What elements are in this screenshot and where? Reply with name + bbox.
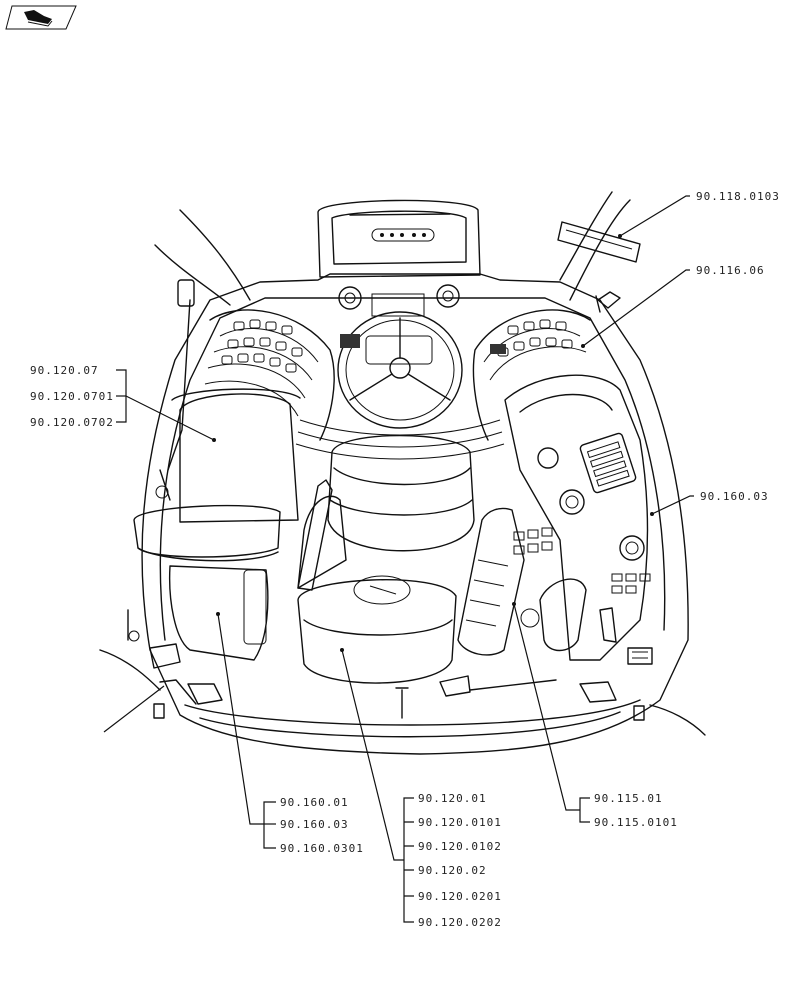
callout-lower-left-3: 90.160.0301: [280, 842, 364, 855]
leader-lines: [103, 195, 694, 923]
callout-center-seat-3: 90.120.0102: [418, 840, 502, 853]
callout-armrest-2: 90.115.0101: [594, 816, 678, 829]
callout-center-seat-6: 90.120.0202: [418, 916, 502, 929]
callout-center-seat-4: 90.120.02: [418, 864, 487, 877]
operator-seat: [297, 434, 475, 719]
instrument-cluster: [317, 199, 481, 317]
rear-view-mirror: [557, 221, 641, 313]
callout-left-seat-2: 90.120.0701: [30, 390, 114, 403]
floor-brackets: [127, 609, 645, 721]
callout-center-seat-1: 90.120.01: [418, 792, 487, 805]
left-vent-grid: [204, 309, 335, 441]
callout-armrest-1: 90.115.01: [594, 792, 663, 805]
callout-panel: 90.116.06: [696, 264, 765, 277]
callout-center-seat-5: 90.120.0201: [418, 890, 502, 903]
callout-center-seat-2: 90.120.0101: [418, 816, 502, 829]
callout-left-seat-3: 90.120.0702: [30, 416, 114, 429]
floor-mat: [295, 419, 505, 460]
navigation-arrow-icon[interactable]: [5, 5, 77, 30]
callout-labels: 90.118.0103 90.116.06 90.120.07 90.120.0…: [30, 190, 780, 929]
callout-console-right: 90.160.03: [700, 490, 769, 503]
steering-wheel: [337, 311, 463, 429]
callout-lower-left-1: 90.160.01: [280, 796, 349, 809]
cab-outline: [141, 191, 689, 755]
callout-left-seat-1: 90.120.07: [30, 364, 99, 377]
callout-mirror: 90.118.0103: [696, 190, 780, 203]
callout-lower-left-2: 90.160.03: [280, 818, 349, 831]
right-console: [457, 374, 653, 665]
right-vent-grid: [340, 309, 591, 441]
instructor-seat: [133, 279, 301, 661]
